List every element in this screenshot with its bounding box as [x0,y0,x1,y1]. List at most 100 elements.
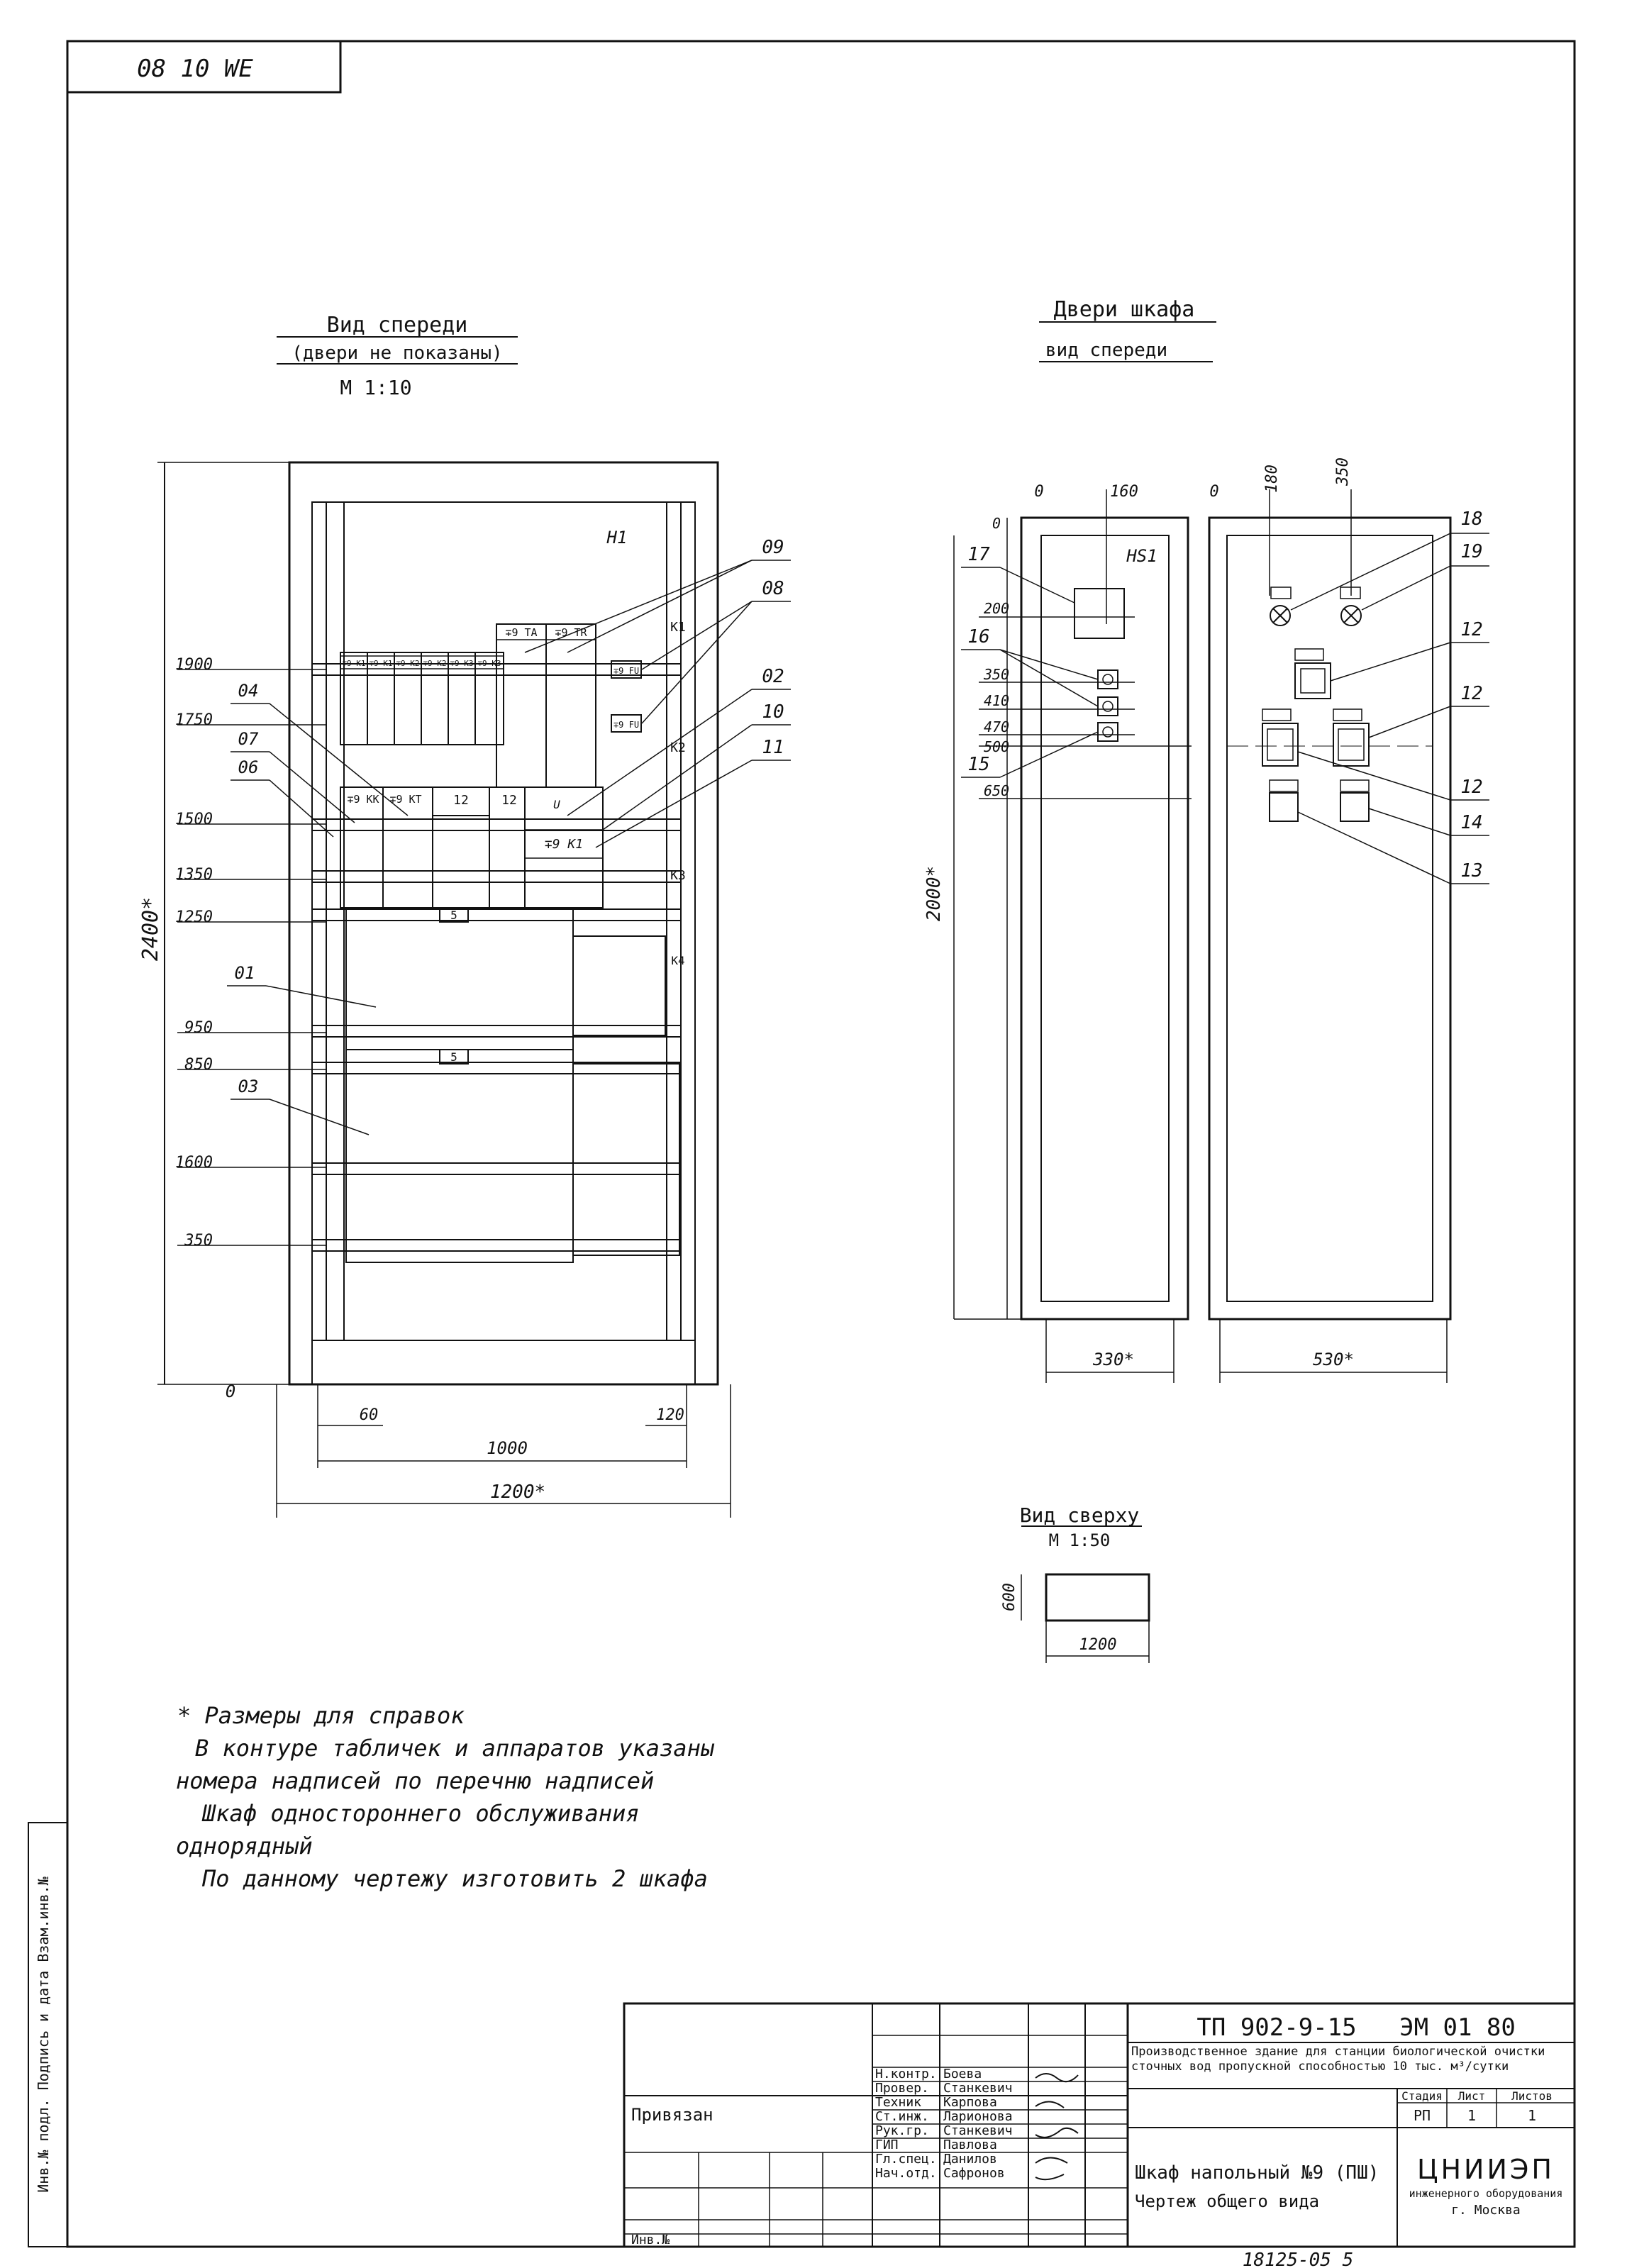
callout-13: 13 [1460,860,1482,882]
dim-120: 120 [656,1406,684,1424]
tb-name-0: Боева [943,2067,982,2081]
note-4: Шкаф одностороннего обслуживания [201,1800,640,1827]
tag-row-4: ∓9 К2 [423,659,446,668]
lvl-0: 0 [226,1382,235,1401]
tb-name-6: Данилов [943,2152,997,2167]
stamp-code: 08 10 WE [137,55,253,83]
tb-name-7: Сафронов [943,2166,1005,2181]
dim-l-0: 0 [1034,483,1043,501]
tag-tr1: ∓9 ТА [505,626,537,639]
lvl-1900: 1900 [175,656,213,674]
lvl-850: 850 [184,1056,213,1074]
tag-5a: 5 [450,908,457,922]
top-dim-depth: 600 [1001,1583,1018,1611]
callout-04: 04 [238,681,259,701]
lvl-1500: 1500 [175,811,213,828]
tb-inv: Инв.№ [631,2233,670,2247]
doors-view: Двери шкафа вид спереди 2000* 0 160 0 20… [923,297,1489,1383]
tb-sheet-code: ЭМ 01 80 [1399,2013,1516,2042]
tag-k4: K4 [671,954,684,967]
lvl-1250: 1250 [175,908,213,926]
dim-door-w2: 530* [1313,1350,1354,1369]
hs1-label: HS1 [1126,546,1157,566]
tb-name-1: Станкевич [943,2081,1013,2096]
tb-role-0: Н.контр. [875,2067,937,2081]
hs1-box [1074,588,1125,639]
dim-r-180: 180 [1263,465,1281,493]
left-door [1020,516,1189,1321]
top-scale: М 1:50 [1049,1530,1111,1550]
sheet-frame [66,40,1576,2248]
signatures [1035,2073,1079,2181]
tb-role-4: Рук.гр. [875,2123,929,2138]
top-title: Вид сверху [1020,1503,1140,1527]
door-meter-3 [1333,723,1370,767]
dim-l-650: 650 [984,782,1009,799]
lvl-1600: 1600 [175,1154,213,1172]
tb-h-stage: Стадия [1401,2089,1443,2103]
tb-name-2: Карпова [943,2095,997,2110]
tb-project: Производственное здание для станции биол… [1131,2045,1545,2074]
tb-role-1: Провер. [875,2081,929,2096]
tb-v-sheets: 1 [1528,2107,1536,2124]
callout-06: 06 [238,757,259,777]
tag-u: U [553,798,560,811]
callout-19: 19 [1460,541,1482,562]
callout-01: 01 [235,963,255,983]
tb-role-5: ГИП [875,2138,899,2152]
tb-role-3: Ст.инж. [875,2109,929,2124]
tb-binding: Привязан [631,2105,713,2125]
tb-h-sheets: Листов [1511,2089,1553,2103]
dim-l-500: 500 [984,738,1009,755]
top-outline [1045,1573,1150,1622]
top-view: Вид сверху М 1:50 600 1200 [1001,1503,1150,1663]
callout-18: 18 [1460,508,1482,530]
tag-row-6: ∓9 К3 [477,659,501,668]
dim-l-v0: 0 [992,515,1001,532]
front-subtitle: (двери не показаны) [291,343,502,364]
tb-role-2: Техник [875,2095,921,2110]
lvl-350: 350 [184,1232,213,1250]
lvl-1750: 1750 [175,711,213,729]
tb-org-sub: инженерного оборудования [1409,2187,1563,2200]
callout-09: 09 [762,537,784,558]
tb-role-7: Нач.отд. [875,2166,937,2181]
tb-org-city: г. Москва [1451,2203,1521,2218]
note-1: * Размеры для справок [177,1702,465,1729]
tb-name-5: Павлова [943,2138,997,2152]
dim-1200: 1200* [490,1482,545,1503]
doors-title: Двери шкафа [1054,297,1195,322]
tag-k3: K3 [670,868,686,883]
lvl-1350: 1350 [175,866,213,884]
tag-k2: K2 [670,740,686,755]
tag-5b: 5 [450,1050,457,1064]
dim-l-160: 160 [1110,483,1138,501]
tb-name-4: Станкевич [943,2123,1013,2138]
dim-1000: 1000 [487,1438,528,1458]
callout-14: 14 [1460,812,1482,833]
title-block: Привязан Инв.№ Н.контр. Боева Провер. Ст… [623,2002,1576,2268]
front-title: Вид спереди [327,313,468,338]
callout-03: 03 [238,1077,259,1096]
note-2: В контуре табличек и аппаратов указаны [195,1735,715,1762]
tag-k1: K1 [670,620,686,635]
notes: * Размеры для справок В контуре табличек… [176,1702,715,1892]
callout-02: 02 [762,666,784,687]
tb-org: ЦНИИЭП [1417,2154,1555,2185]
tb-v-stage: РП [1414,2107,1431,2124]
tag-12a: 12 [453,793,469,808]
callout-12c: 12 [1460,777,1482,798]
unit-01 [345,907,574,1050]
tag-kt: ∓9 КТ [389,793,421,806]
tag-row-3: ∓9 К2 [396,659,419,668]
tag-fu2: ∓9 FU [613,720,639,730]
dim-l-470: 470 [984,718,1009,735]
callout-08: 08 [762,578,784,599]
tb-title-2: Чертеж общего вида [1135,2191,1319,2211]
tb-name-3: Ларионова [943,2109,1013,2124]
note-6: По данному чертежу изготовить 2 шкафа [201,1865,708,1892]
note-3: номера надписей по перечню надписей [176,1767,654,1794]
dim-60: 60 [360,1406,379,1424]
dim-r-350: 350 [1334,457,1352,487]
